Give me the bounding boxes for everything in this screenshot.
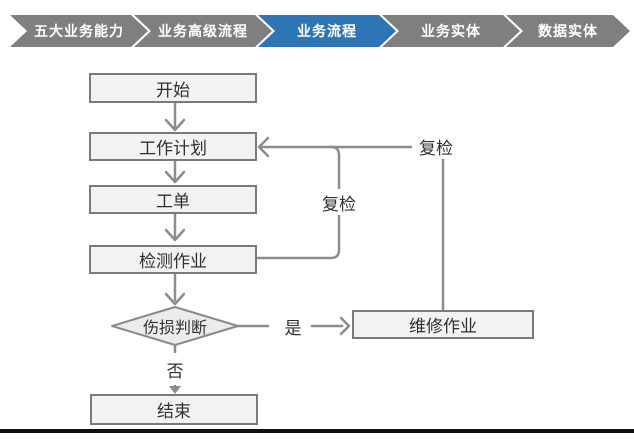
node-work-plan: 工作计划: [89, 132, 257, 161]
edge-inspect-plan-recheck: [255, 145, 341, 260]
node-start: 开始: [89, 73, 257, 103]
breadcrumb-step-business-entity[interactable]: 业务实体: [382, 15, 520, 47]
breadcrumb: 五大业务能力 业务高级流程 业务流程 业务实体 数据实体: [0, 15, 634, 47]
arrowhead-repair-plan: [257, 136, 270, 158]
breadcrumb-step-five-capabilities[interactable]: 五大业务能力: [10, 15, 148, 47]
edge-repair-plan-recheck: [260, 145, 445, 312]
node-repair-job: 维修作业: [352, 310, 534, 339]
edge-label-no: 否: [159, 353, 191, 385]
edge-label-yes: 是: [280, 313, 306, 339]
arrowhead-inspect-decision: [164, 292, 186, 306]
node-inspection-job: 检测作业: [89, 245, 257, 274]
bottom-border-line: [0, 429, 634, 433]
decision-diamond-shape: [111, 306, 239, 346]
breadcrumb-step-advanced-process[interactable]: 业务高级流程: [134, 15, 272, 47]
arrowhead-decision-end: [169, 386, 181, 394]
arrowhead-plan-order: [164, 170, 186, 184]
edge-label-recheck-inner: 复检: [317, 189, 361, 215]
breadcrumb-step-data-entity[interactable]: 数据实体: [506, 15, 630, 47]
breadcrumb-step-business-process-active[interactable]: 业务流程: [258, 15, 396, 47]
arrowhead-start-plan: [164, 118, 186, 132]
arrowhead-order-inspect: [164, 228, 186, 242]
arrowhead-decision-repair: [339, 316, 351, 336]
node-damage-decision-label: 伤损判断: [142, 320, 207, 337]
node-end: 结束: [90, 394, 258, 425]
node-work-order: 工单: [89, 185, 257, 214]
edge-label-recheck-outer: 复检: [412, 133, 460, 159]
